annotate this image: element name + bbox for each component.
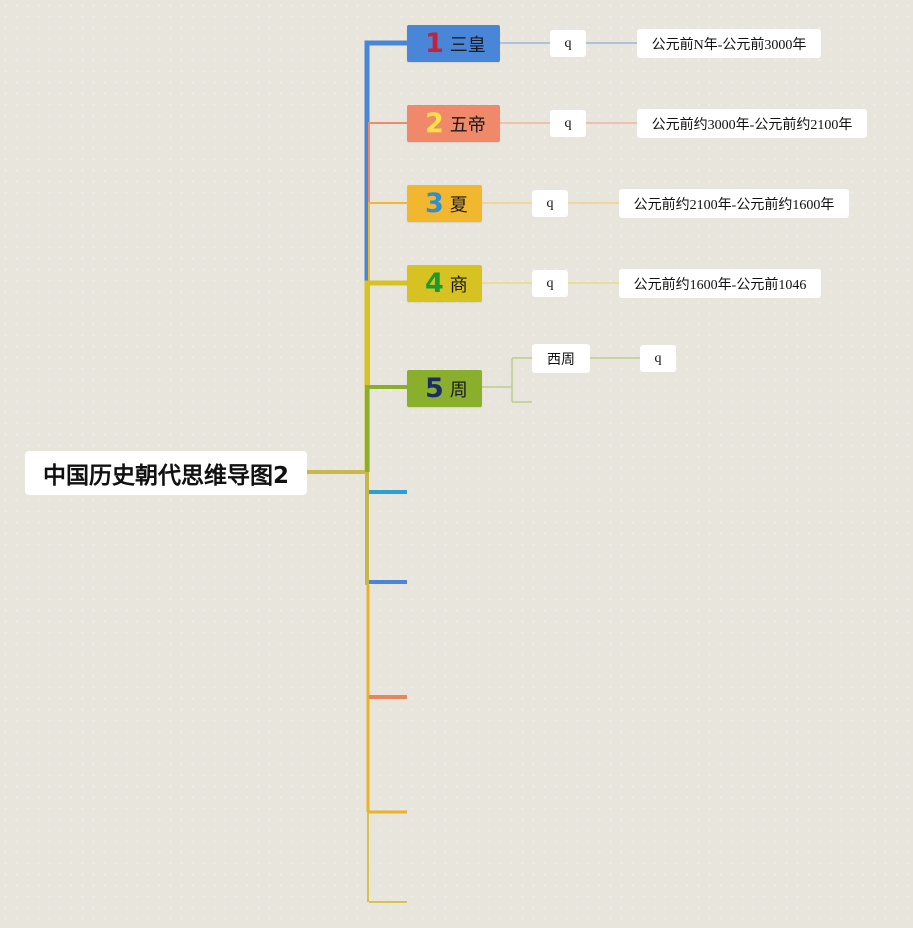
period-xia[interactable]: 公元前约2100年-公元前约1600年	[619, 189, 849, 218]
branch-label-xia: 夏	[449, 194, 468, 216]
branch-sanhuang[interactable]: 1 三皇	[407, 25, 500, 62]
number-badge-3: 3	[425, 188, 444, 219]
note-xizhou[interactable]: q	[640, 345, 676, 372]
note-sanhuang[interactable]: q	[550, 30, 586, 57]
spine-olive	[364, 280, 407, 472]
branch-shang[interactable]: 4 商	[407, 265, 482, 302]
branch-label-sanhuang: 三皇	[449, 34, 486, 56]
branch-label-zhou: 周	[449, 379, 468, 401]
period-wudi[interactable]: 公元前约3000年-公元前约2100年	[637, 109, 867, 138]
note-shang[interactable]: q	[532, 270, 568, 297]
number-badge-1: 1	[425, 28, 444, 59]
number-badge-2: 2	[425, 108, 444, 139]
branch-wudi[interactable]: 2 五帝	[407, 105, 500, 142]
note-wudi[interactable]: q	[550, 110, 586, 137]
spine-orange	[368, 202, 407, 472]
branch-label-shang: 商	[449, 274, 468, 296]
link-zhou	[482, 357, 640, 403]
root-topic[interactable]: 中国历史朝代思维导图2	[25, 451, 307, 495]
number-badge-5: 5	[425, 373, 444, 404]
period-shang[interactable]: 公元前约1600年-公元前1046	[619, 269, 821, 298]
number-badge-4: 4	[425, 268, 444, 299]
branch-label-wudi: 五帝	[449, 114, 486, 136]
subtopic-xizhou[interactable]: 西周	[532, 344, 590, 373]
spine-salmon	[368, 122, 407, 472]
period-sanhuang[interactable]: 公元前N年-公元前3000年	[637, 29, 821, 58]
branch-zhou[interactable]: 5 周	[407, 370, 482, 407]
branch-xia[interactable]: 3 夏	[407, 185, 482, 222]
note-xia[interactable]: q	[532, 190, 568, 217]
spine-blue	[364, 40, 407, 472]
spine-green	[365, 385, 407, 472]
